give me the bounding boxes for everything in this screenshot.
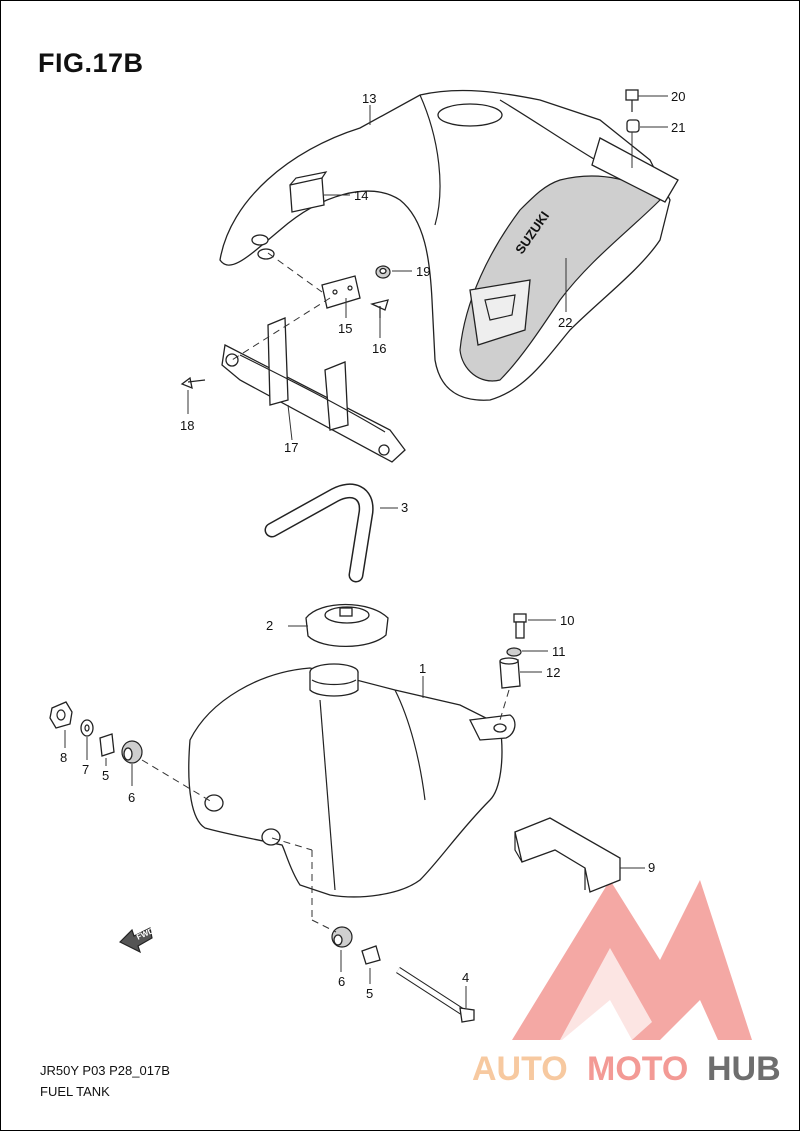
callout-1: 1 [419,661,426,676]
bolt-part-10 [513,613,527,639]
callout-6: 6 [128,790,135,805]
callout-17: 17 [284,440,298,455]
callout-5: 5 [102,768,109,783]
fuel-cap-part-2 [305,603,389,648]
callout-20: 20 [671,89,685,104]
callout-11: 11 [552,644,566,659]
callout-5-lower: 5 [366,986,373,1001]
bolt-part-18 [180,376,206,390]
long-bolt-part-4 [396,967,475,1023]
washer-part-11 [506,647,522,657]
callout-leader-lines [64,95,668,1008]
callout-2: 2 [266,618,273,633]
callout-numbers: 1 2 3 4 5 6 7 8 9 10 11 12 13 14 15 16 1… [60,89,685,1001]
callout-18: 18 [180,418,194,433]
callout-22: 22 [558,315,572,330]
tank-strap-part-9 [514,817,621,893]
nut-part-8 [49,701,73,729]
collar-part-21 [626,119,640,133]
callout-7: 7 [82,762,89,777]
watermark-auto: AUTO [472,1050,568,1088]
watermark-moto: MOTO [587,1050,688,1088]
callout-16: 16 [372,341,386,356]
fuel-hose-part-3 [264,483,374,583]
figure-caption: FUEL TANK [40,1084,110,1099]
spacer-part-12 [499,657,521,689]
callout-19: 19 [416,264,430,279]
callout-10: 10 [560,613,574,628]
watermark-hub: HUB [707,1050,781,1088]
figure-code: JR50Y P03 P28_017B [40,1063,170,1078]
callout-14: 14 [354,188,368,203]
watermark-text: AUTO MOTO HUB [472,1050,781,1088]
watermark-logo [512,880,752,1040]
callout-21: 21 [671,120,685,135]
seat-shroud-part-13: SUZUKI [219,89,679,401]
callout-13: 13 [362,91,376,106]
fuel-tank-part-1 [188,663,516,898]
collar-part-5-lower [361,945,381,965]
frame-bracket-part-17 [221,317,406,463]
grommet-part-6-upper [121,740,143,764]
callout-9: 9 [648,860,655,875]
collar-part-5-upper [99,733,115,757]
assembly-guide-lines [141,252,510,933]
callout-12: 12 [546,665,560,680]
callout-4: 4 [462,970,469,985]
grommet-part-6-lower [331,926,353,948]
callout-3: 3 [401,500,408,515]
figure-title: FIG.17B [38,48,144,78]
bolt-part-20 [625,89,639,112]
grommet-part-19 [375,265,391,279]
callout-15: 15 [338,321,352,336]
forward-direction-arrow: FWD [118,926,156,954]
callout-8: 8 [60,750,67,765]
bracket-plate-part-15 [321,275,361,309]
washer-part-7 [80,719,94,737]
callout-6-lower: 6 [338,974,345,989]
screw-part-16 [370,299,389,318]
